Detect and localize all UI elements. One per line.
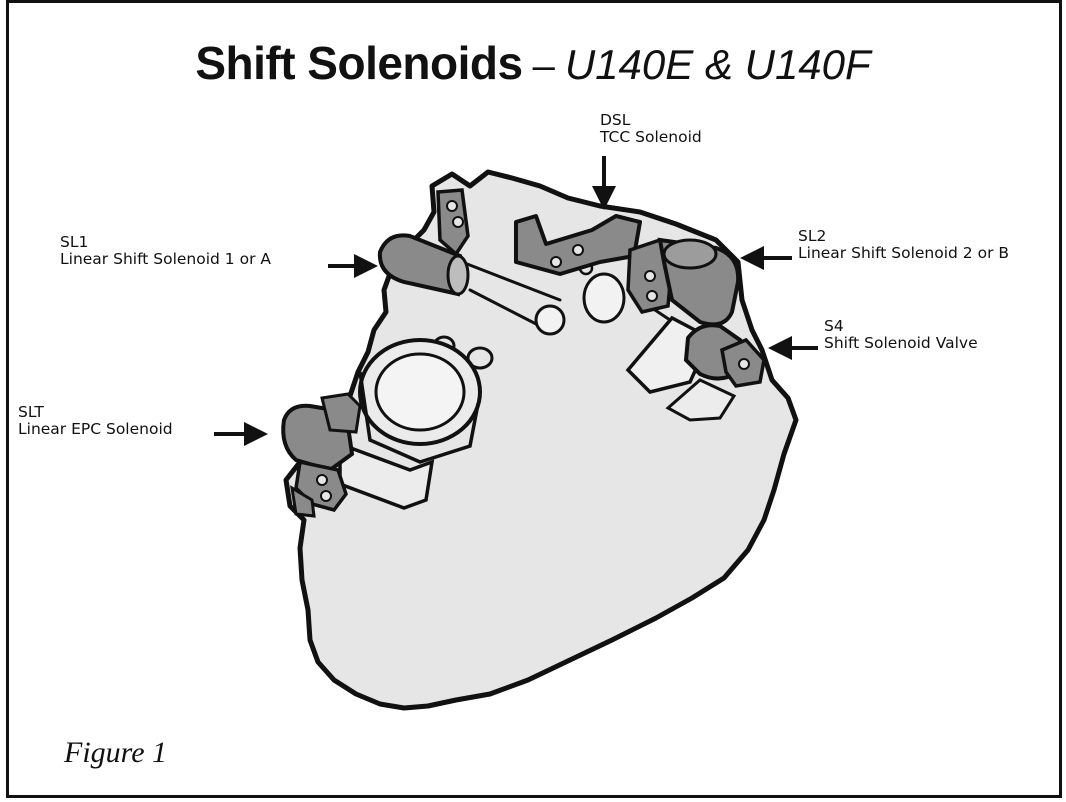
label-s4: S4 Shift Solenoid Valve	[824, 318, 978, 352]
accumulator-flange	[358, 371, 480, 464]
label-dsl: DSL TCC Solenoid	[600, 112, 702, 146]
sl1-solenoid-end	[446, 254, 470, 296]
accumulator-boss-inner	[374, 352, 466, 432]
label-s4-name: Shift Solenoid Valve	[824, 334, 978, 352]
body-port-2	[534, 304, 566, 336]
label-s4-code: S4	[824, 317, 844, 335]
bore-lower-right	[665, 378, 737, 422]
label-dsl-code: DSL	[600, 111, 631, 129]
label-dsl-name: TCC Solenoid	[600, 128, 702, 146]
title-main: Shift Solenoids	[195, 37, 523, 89]
sl1-arrow-head	[354, 254, 378, 278]
label-sl2: SL2 Linear Shift Solenoid 2 or B	[798, 228, 1009, 262]
dsl-arrow-head	[592, 186, 616, 210]
sl2-bracket-hole-1	[644, 270, 656, 282]
leader-arrow-icon	[214, 156, 818, 446]
title-subtitle: U140E & U140F	[564, 41, 871, 88]
sl2-solenoid-cap	[662, 238, 718, 270]
dsl-bracket-hole-1	[550, 256, 562, 268]
s4-bracket-hole	[738, 358, 750, 370]
sl1-bracket-hole-2	[452, 216, 464, 228]
sl1-bracket-hole-1	[446, 200, 458, 212]
title-separator: –	[532, 44, 555, 88]
label-sl1-name: Linear Shift Solenoid 1 or A	[60, 250, 271, 268]
slt-bracket-top	[320, 392, 362, 434]
label-sl2-name: Linear Shift Solenoid 2 or B	[798, 244, 1010, 262]
label-sl1: SL1 Linear Shift Solenoid 1 or A	[60, 234, 271, 268]
slt-bracket-hole-2	[320, 490, 332, 502]
sl2-arrow-head	[740, 246, 764, 270]
slt-arrow-head	[244, 422, 268, 446]
label-slt-code: SLT	[18, 403, 44, 421]
label-slt-name: Linear EPC Solenoid	[18, 420, 173, 438]
figure-title: Shift Solenoids–U140E & U140F	[0, 36, 1066, 90]
label-sl2-code: SL2	[798, 227, 827, 245]
label-sl1-code: SL1	[60, 233, 89, 251]
figure-caption: Figure 1	[64, 736, 168, 769]
body-port-1	[582, 272, 626, 324]
s4-arrow-head	[768, 336, 792, 360]
label-slt: SLT Linear EPC Solenoid	[18, 404, 173, 438]
slt-bracket-hole-1	[316, 474, 328, 486]
slt-connector	[290, 485, 316, 518]
sl2-bracket-hole-2	[646, 290, 658, 302]
dsl-bracket-hole-2	[572, 244, 584, 256]
